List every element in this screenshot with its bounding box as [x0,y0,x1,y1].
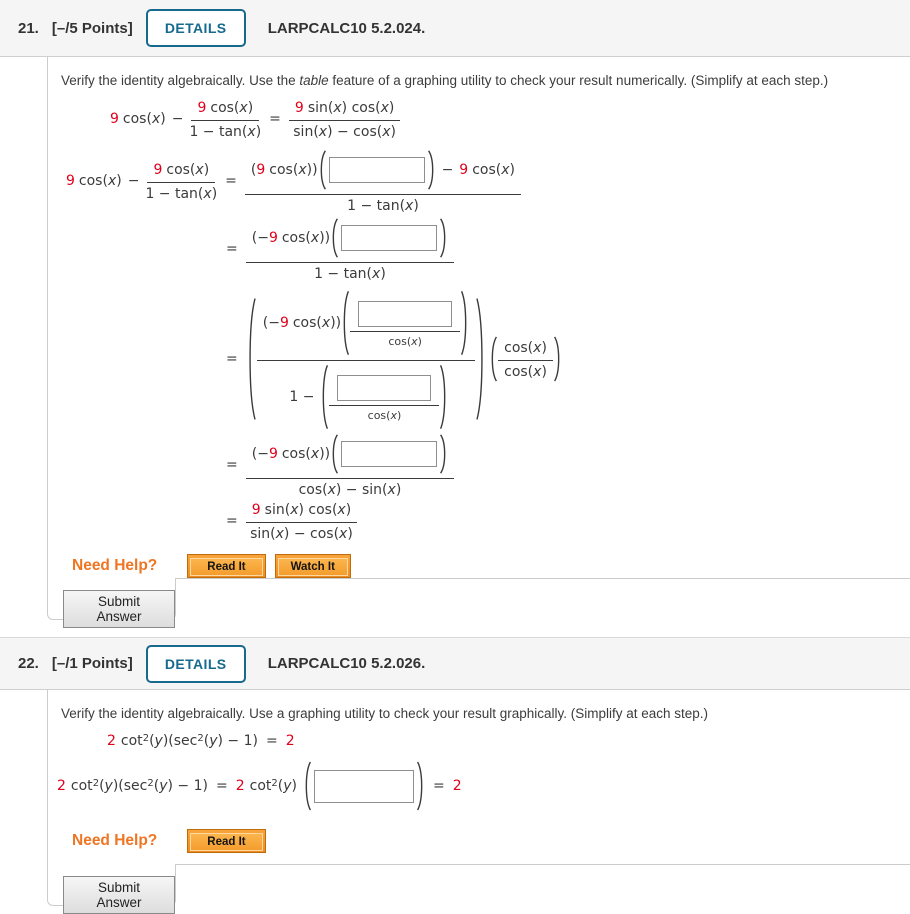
problem-number: 21. [18,19,39,37]
problem-points: [–/5 Points] [51,19,133,37]
details-button[interactable]: DETAILS [145,644,246,683]
need-help-label: Need Help? [72,832,158,849]
submit-answer-button[interactable]: Submit Answer [63,876,175,914]
inner-fraction: cos(x) [329,373,440,422]
paren-right [416,761,425,811]
problem-source: LARPCALC10 5.2.026. [267,655,426,672]
fraction: cos(x) cos(x) [498,338,553,380]
problem-22-footer: Submit Answer [0,864,910,914]
watch-it-button[interactable]: Watch It [274,554,351,578]
problem-21-body: Verify the identity algebraically. Use t… [47,57,910,578]
divider [176,578,910,579]
submit-tab: Submit Answer [47,578,176,628]
paren-left [330,218,339,258]
instructions: Verify the identity algebraically. Use t… [61,73,829,88]
need-help-label: Need Help? [72,557,158,574]
paren-right [427,150,436,190]
submit-answer-button[interactable]: Submit Answer [63,590,175,628]
need-help-row: Need Help? Read It [72,829,910,853]
divider [176,864,910,865]
problem-points: [–/1 Points] [51,655,133,672]
paren-left [489,336,498,382]
read-it-button[interactable]: Read It [187,829,266,853]
inner-fraction: cos(x) [350,299,461,348]
answer-input[interactable] [314,769,414,803]
paren-left [303,761,312,811]
instructions: Verify the identity algebraically. Use a… [61,706,709,721]
paren-left [330,434,339,474]
answer-input[interactable] [328,157,425,183]
paren-right [475,296,486,422]
read-it-button[interactable]: Read It [187,554,266,578]
paren-left [320,364,329,430]
paren-right [460,290,469,356]
details-button[interactable]: DETAILS [145,9,246,47]
paren-left [341,290,350,356]
problem-21-header: 21. [–/5 Points] DETAILS LARPCALC10 5.2.… [0,0,910,57]
answer-input[interactable] [337,374,432,401]
problem-21-footer: Submit Answer [0,578,910,628]
submit-tab: Submit Answer [47,864,176,914]
answer-input[interactable] [341,225,438,251]
need-help-row: Need Help? Read It Watch It [72,554,910,578]
paren-right [439,218,448,258]
problem-number: 22. [18,655,39,672]
paren-left [246,296,257,422]
paren-right [439,434,448,474]
answer-input[interactable] [358,300,453,327]
answer-input[interactable] [341,441,438,467]
problem-22-body: Verify the identity algebraically. Use a… [47,690,910,864]
paren-right [439,364,448,430]
paren-left [318,150,327,190]
problem-22-header: 22. [–/1 Points] DETAILS LARPCALC10 5.2.… [0,637,910,690]
paren-right [553,336,562,382]
problem-source: LARPCALC10 5.2.024. [267,19,426,37]
